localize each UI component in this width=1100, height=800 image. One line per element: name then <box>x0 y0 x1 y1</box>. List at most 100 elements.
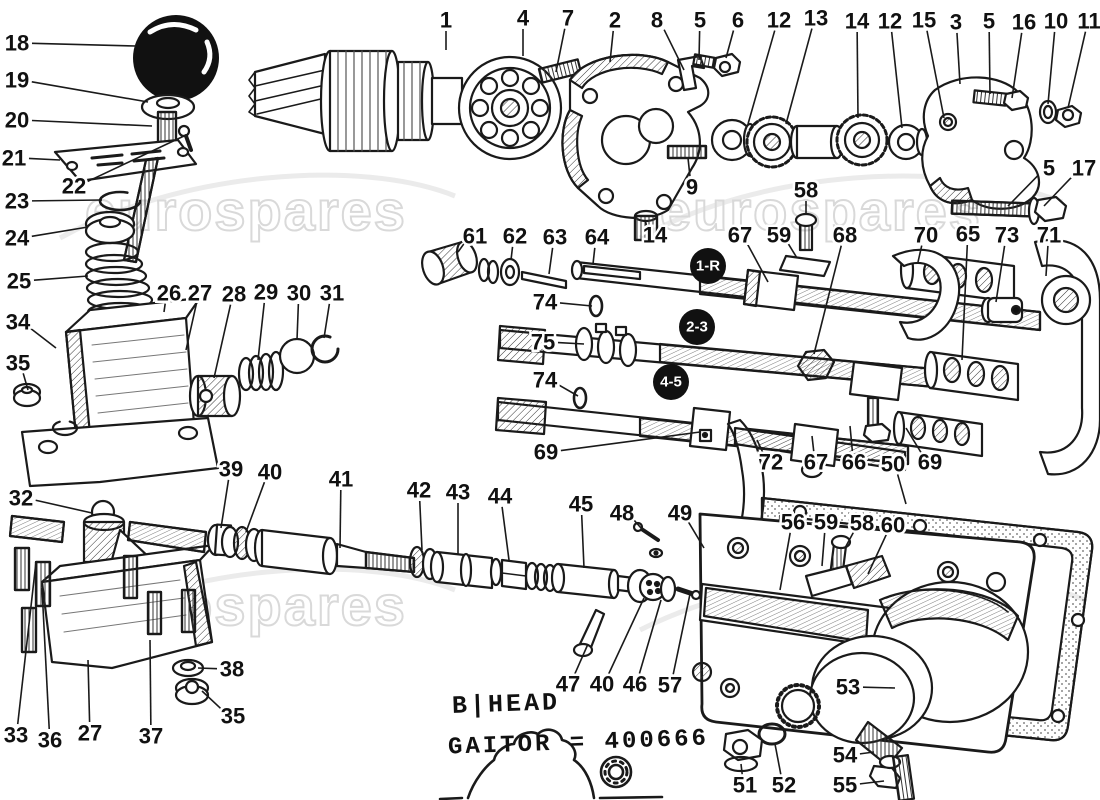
part-callout-34-25: 34 <box>6 310 31 335</box>
part-callout-50-56: 50 <box>881 452 905 477</box>
part-callout-25-24: 25 <box>7 269 31 294</box>
leader-line-5-5 <box>698 30 701 61</box>
part-callout-27-28: 27 <box>188 281 212 306</box>
leader-line-21-20 <box>28 157 61 161</box>
part-callout-6-6: 6 <box>732 8 744 33</box>
leader-line-14-9 <box>856 31 859 119</box>
part-callout-37-62: 37 <box>139 724 163 749</box>
leader-line-46-76 <box>638 599 662 674</box>
gear-knob-assembly <box>53 15 219 264</box>
part-callout-35-64: 35 <box>221 704 245 729</box>
leader-line-64-38 <box>592 247 596 265</box>
part-callout-4-1: 4 <box>517 6 530 31</box>
leader-line-41-67 <box>339 489 342 549</box>
part-callout-20-19: 20 <box>5 108 29 133</box>
part-callout-57-77: 57 <box>658 673 682 698</box>
leader-line-56-78 <box>779 532 791 591</box>
leader-line-58-80 <box>844 531 855 549</box>
leader-line-57-77 <box>672 593 691 675</box>
part-callout-40-75: 40 <box>590 672 614 697</box>
leader-line-47-74 <box>573 643 589 675</box>
part-callout-49-73: 49 <box>668 501 692 526</box>
leader-line-5-47 <box>1007 174 1039 207</box>
leader-line-65-44 <box>961 244 969 361</box>
gearbox-side-cover <box>691 512 1036 800</box>
part-callout-38-63: 38 <box>220 657 244 682</box>
leader-line-3-12 <box>956 32 961 85</box>
part-callout-40-66: 40 <box>258 460 282 485</box>
leader-line-59-79 <box>821 532 826 567</box>
leader-line-30-31 <box>296 303 300 341</box>
leader-line-69-57 <box>905 427 923 454</box>
leader-line-26-27 <box>163 303 166 313</box>
leader-line-61-35 <box>457 243 465 253</box>
part-callout-33-59: 33 <box>4 723 28 748</box>
bellcrank-lower-housing <box>40 499 216 706</box>
part-callout-45-71: 45 <box>569 492 593 517</box>
leader-line-35-26 <box>22 373 29 391</box>
part-callout-72-53: 72 <box>759 450 783 475</box>
part-callout-47-74: 47 <box>556 672 580 697</box>
leader-line-52-86 <box>774 743 782 775</box>
part-callout-29-30: 29 <box>254 280 278 305</box>
leader-line-35-64 <box>201 690 222 710</box>
leader-line-48-72 <box>633 519 642 529</box>
leader-line-49-73 <box>687 521 705 549</box>
leader-line-15-11 <box>926 30 945 119</box>
leader-line-29-30 <box>257 302 266 361</box>
leader-line-23-22 <box>31 199 103 202</box>
part-callout-52-86: 52 <box>772 773 796 798</box>
leader-line-16-14 <box>1011 32 1023 99</box>
part-callout-43-69: 43 <box>446 480 470 505</box>
part-callout-7-2: 7 <box>562 6 574 31</box>
part-callout-12-7: 12 <box>767 8 791 33</box>
leader-line-73-45 <box>995 245 1006 303</box>
leader-line-71-46 <box>1045 245 1049 277</box>
leader-line-32-58 <box>35 499 93 514</box>
part-callout-74-49: 74 <box>533 290 558 315</box>
gear-position-badge-2-3: 2-3 <box>679 309 715 345</box>
part-callout-53-82: 53 <box>836 675 860 700</box>
part-callout-46-76: 46 <box>623 672 647 697</box>
part-callout-58-34: 58 <box>794 178 818 203</box>
leader-line-53-82 <box>862 686 896 689</box>
leader-line-62-36 <box>510 246 514 261</box>
leader-line-12-10 <box>890 31 903 129</box>
front-cover-body <box>561 53 710 242</box>
gaiter-sketch <box>438 728 664 800</box>
part-callout-73-45: 73 <box>995 223 1019 248</box>
leader-line-44-70 <box>501 506 510 561</box>
part-callout-3-12: 3 <box>950 10 962 35</box>
svg-text:1-R: 1-R <box>696 258 720 275</box>
part-callout-54-83: 54 <box>833 743 858 768</box>
part-callout-27-61: 27 <box>78 721 102 746</box>
part-callout-68-42: 68 <box>833 223 857 248</box>
part-callout-61-35: 61 <box>463 224 487 249</box>
leader-line-12-7 <box>747 30 776 125</box>
part-callout-23-22: 23 <box>5 189 29 214</box>
part-callout-67-40: 67 <box>728 223 752 248</box>
part-callout-35-26: 35 <box>6 351 30 376</box>
selector-rod-45 <box>494 396 910 564</box>
part-callout-13-8: 13 <box>804 6 828 31</box>
svg-text:4-5: 4-5 <box>660 374 682 391</box>
leader-line-28-29 <box>213 304 232 379</box>
leader-line-27-28 <box>185 303 198 351</box>
part-callout-31-32: 31 <box>320 281 344 306</box>
detent-plunger-parts <box>421 240 568 290</box>
leader-line-33-59 <box>16 561 37 725</box>
leader-line-24-23 <box>31 226 89 238</box>
part-callout-71-46: 71 <box>1037 223 1061 248</box>
part-callout-5-5: 5 <box>694 8 706 33</box>
part-callout-15-11: 15 <box>912 8 936 33</box>
part-callout-21-20: 21 <box>2 146 26 171</box>
leader-line-72-53 <box>756 439 764 454</box>
part-callout-55-84: 55 <box>833 773 857 798</box>
leader-line-27-61 <box>87 659 91 723</box>
exploded-view-art <box>8 15 1100 800</box>
part-callout-64-38: 64 <box>585 225 610 250</box>
part-callout-60-81: 60 <box>881 513 905 538</box>
mounting-studs <box>13 546 197 654</box>
